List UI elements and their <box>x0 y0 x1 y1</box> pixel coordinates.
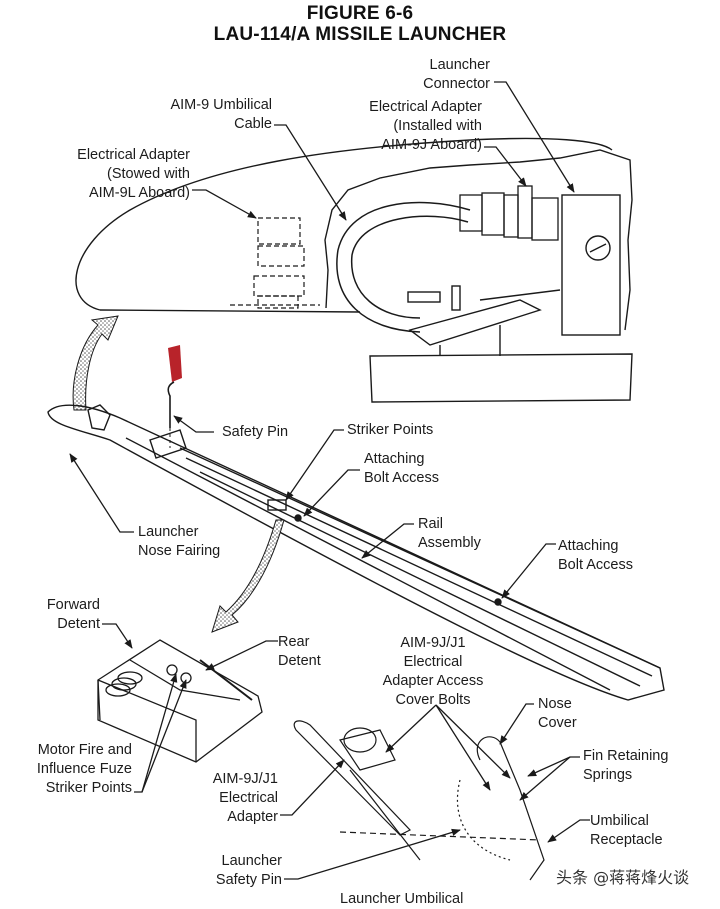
label-line: Detent <box>278 653 321 669</box>
label-line: Umbilical <box>590 813 649 829</box>
label-rear-detent: Rear Detent <box>278 633 321 671</box>
striker-points-box <box>267 499 287 511</box>
label-line: Bolt Access <box>558 557 633 573</box>
label-line: Cable <box>234 116 272 132</box>
safety-pin-flag <box>168 345 182 382</box>
label-fin-retaining-springs: Fin Retaining Springs <box>583 747 668 785</box>
label-line: Springs <box>583 767 633 783</box>
figure-title: LAU-114/A MISSILE LAUNCHER <box>213 24 507 45</box>
label-line: Fin Retaining <box>583 748 669 764</box>
detail-arrow-fairing <box>72 315 119 411</box>
label-line: Rear <box>278 634 310 650</box>
label-line: Forward <box>46 597 100 613</box>
label-line: (Stowed with <box>106 166 190 182</box>
label-motor-fire-striker-points: Motor Fire and Influence Fuze Striker Po… <box>0 741 132 798</box>
label-line: Connector <box>423 76 490 92</box>
label-line: Safety Pin <box>215 872 282 888</box>
label-line: AIM-9J Aboard) <box>381 137 482 153</box>
leader-lines <box>69 81 590 880</box>
label-line: (Installed with <box>393 118 482 134</box>
label-umbilical-cable: AIM-9 Umbilical Cable <box>120 96 272 134</box>
label-line: Bolt Access <box>364 470 439 486</box>
label-safety-pin: Safety Pin <box>222 423 288 442</box>
label-line: Nose <box>538 696 572 712</box>
label-nose-cover: Nose Cover <box>538 695 577 733</box>
label-line: AIM-9J/J1 <box>212 771 278 787</box>
label-line: Influence Fuze <box>36 761 132 777</box>
label-line: Adapter Access <box>382 673 484 689</box>
label-line: Cover Bolts <box>395 692 471 708</box>
label-line: Launcher <box>138 524 199 540</box>
label-attaching-bolt-access-1: Attaching Bolt Access <box>364 450 439 488</box>
label-line: Rail <box>418 516 443 532</box>
label-umbilical-receptacle: Umbilical Receptacle <box>590 812 663 850</box>
umbilical-cable <box>336 201 471 333</box>
label-adapter-installed: Electrical Adapter (Installed with AIM-9… <box>330 98 482 155</box>
electrical-adapter-installed <box>459 185 559 241</box>
label-nose-fairing: Launcher Nose Fairing <box>138 523 220 561</box>
label-line: Electrical Adapter <box>369 99 482 115</box>
watermark: 头条 @蒋蒋烽火谈 <box>556 868 690 887</box>
label-electrical-adapter-j1: AIM-9J/J1 Electrical Adapter <box>190 770 278 827</box>
nose-fairing-detail <box>75 137 633 403</box>
label-adapter-access-cover-bolts: AIM-9J/J1 Electrical Adapter Access Cove… <box>368 634 498 710</box>
safety-pin <box>167 345 182 448</box>
label-line: Receptacle <box>590 832 663 848</box>
label-line: Cover <box>538 715 577 731</box>
label-forward-detent: Forward Detent <box>20 596 100 634</box>
label-launcher-safety-pin: Launcher Safety Pin <box>180 852 282 890</box>
stowed-adapter <box>230 217 320 309</box>
label-line: AIM-9 Umbilical <box>170 97 272 113</box>
label-line: Striker Points <box>347 422 434 438</box>
label-rail-assembly: Rail Assembly <box>418 515 481 553</box>
label-line: Electrical <box>219 790 278 806</box>
detail-arrow-detent <box>211 519 285 633</box>
label-line: Striker Points <box>45 780 132 796</box>
label-line: Launcher <box>429 57 490 73</box>
label-line: Launcher <box>221 853 282 869</box>
launcher-connector <box>561 194 621 336</box>
label-adapter-stowed: Electrical Adapter (Stowed with AIM-9L A… <box>40 146 190 203</box>
label-line: Safety Pin <box>222 424 289 440</box>
label-line: Assembly <box>418 535 481 551</box>
launcher-rail <box>47 404 665 701</box>
label-line: AIM-9J/J1 <box>400 635 466 651</box>
label-line: Detent <box>57 616 100 632</box>
label-line: Electrical Adapter <box>77 147 190 163</box>
label-line: Attaching <box>364 451 425 467</box>
label-line: Attaching <box>558 538 619 554</box>
label-line: Adapter <box>227 809 278 825</box>
label-line: AIM-9L Aboard) <box>88 185 190 201</box>
label-line: Motor Fire and <box>37 742 132 758</box>
label-attaching-bolt-access-2: Attaching Bolt Access <box>558 537 633 575</box>
label-launcher-connector: Launcher Connector <box>380 56 490 94</box>
label-striker-points: Striker Points <box>347 421 433 440</box>
figure-number: FIGURE 6-6 <box>306 3 414 24</box>
label-line: Nose Fairing <box>138 543 221 559</box>
bottom-details <box>293 720 545 881</box>
label-line: Electrical <box>403 654 463 670</box>
electrical-adapter-j1 <box>343 727 377 753</box>
